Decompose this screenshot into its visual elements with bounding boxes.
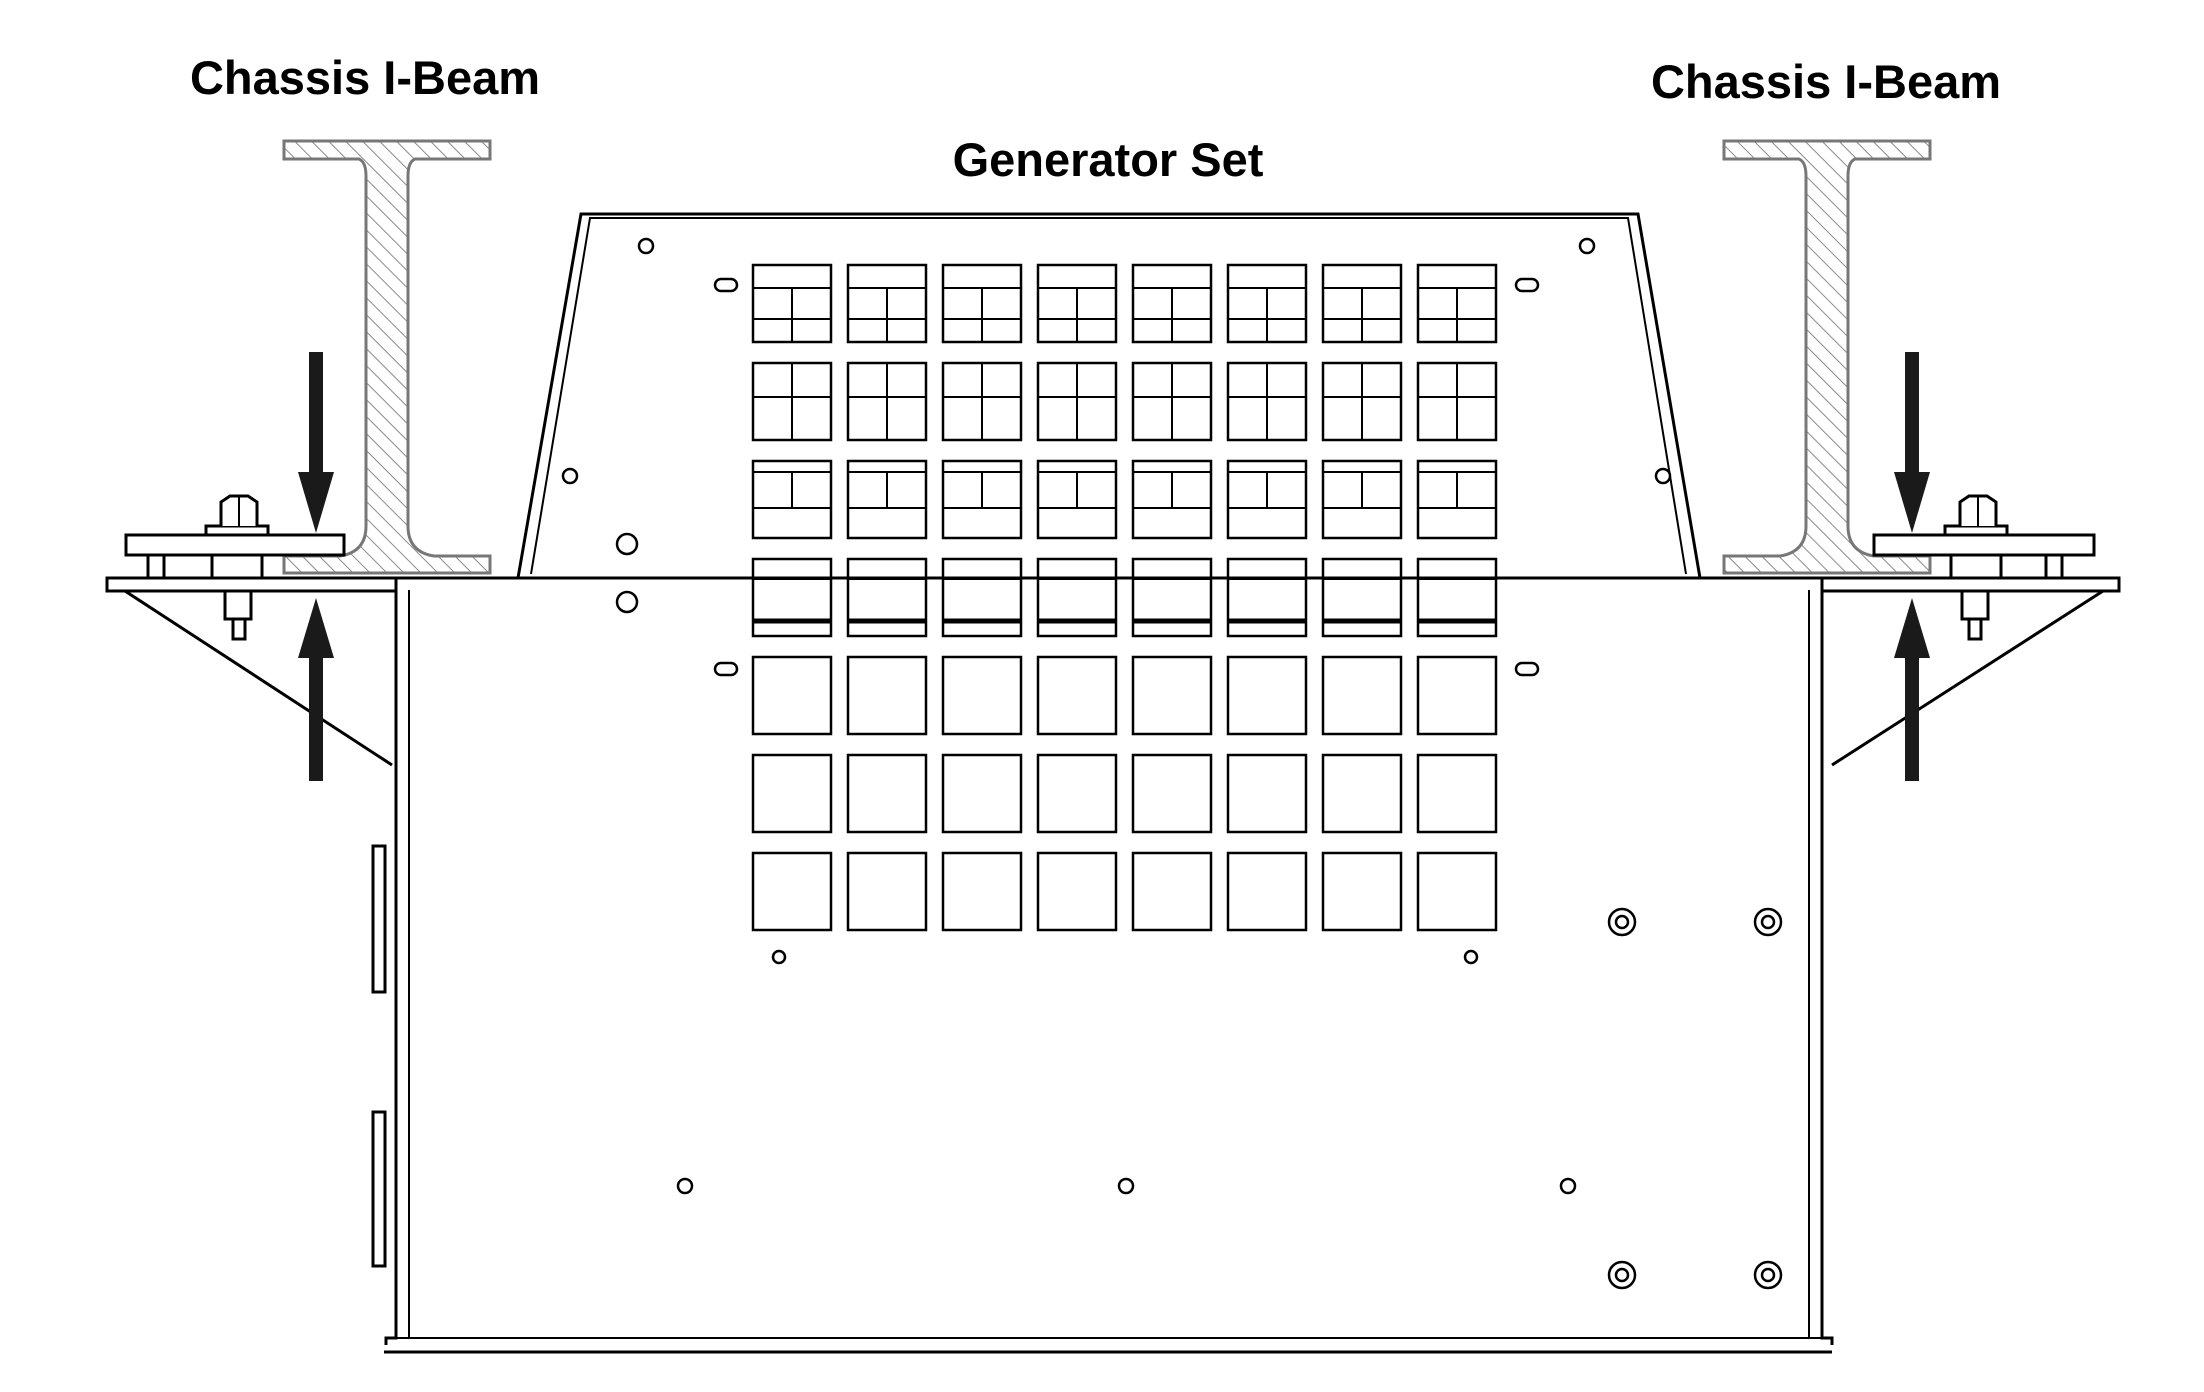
left-mounting-bracket: [105, 494, 398, 767]
right-beam-label: Chassis I-Beam: [1651, 55, 2001, 108]
right-chassis-i-beam: [1722, 139, 1932, 575]
left-chassis-i-beam: [282, 139, 492, 575]
vent-row-6: [751, 753, 1498, 834]
vent-row-1: [751, 263, 1498, 344]
left-arrow-down: [298, 352, 334, 533]
left-beam-label: Chassis I-Beam: [190, 51, 540, 104]
vent-row-2: [751, 361, 1498, 442]
vent-row-3: [751, 459, 1498, 540]
right-arrow-down: [1894, 352, 1930, 533]
right-mounting-bracket: [1820, 494, 2121, 767]
mounting-holes: [561, 237, 1783, 1290]
right-arrow-up: [1894, 598, 1930, 781]
left-arrow-up: [298, 598, 334, 781]
vent-grid: [751, 263, 1498, 932]
generator-label: Generator Set: [953, 133, 1264, 186]
vent-row-4: [751, 557, 1498, 638]
vent-row-5: [751, 655, 1498, 736]
clamp-arrows: [298, 352, 1930, 781]
vent-row-7: [751, 851, 1498, 932]
vent-louvers: [753, 287, 1496, 624]
generator-housing: [371, 212, 1834, 1354]
